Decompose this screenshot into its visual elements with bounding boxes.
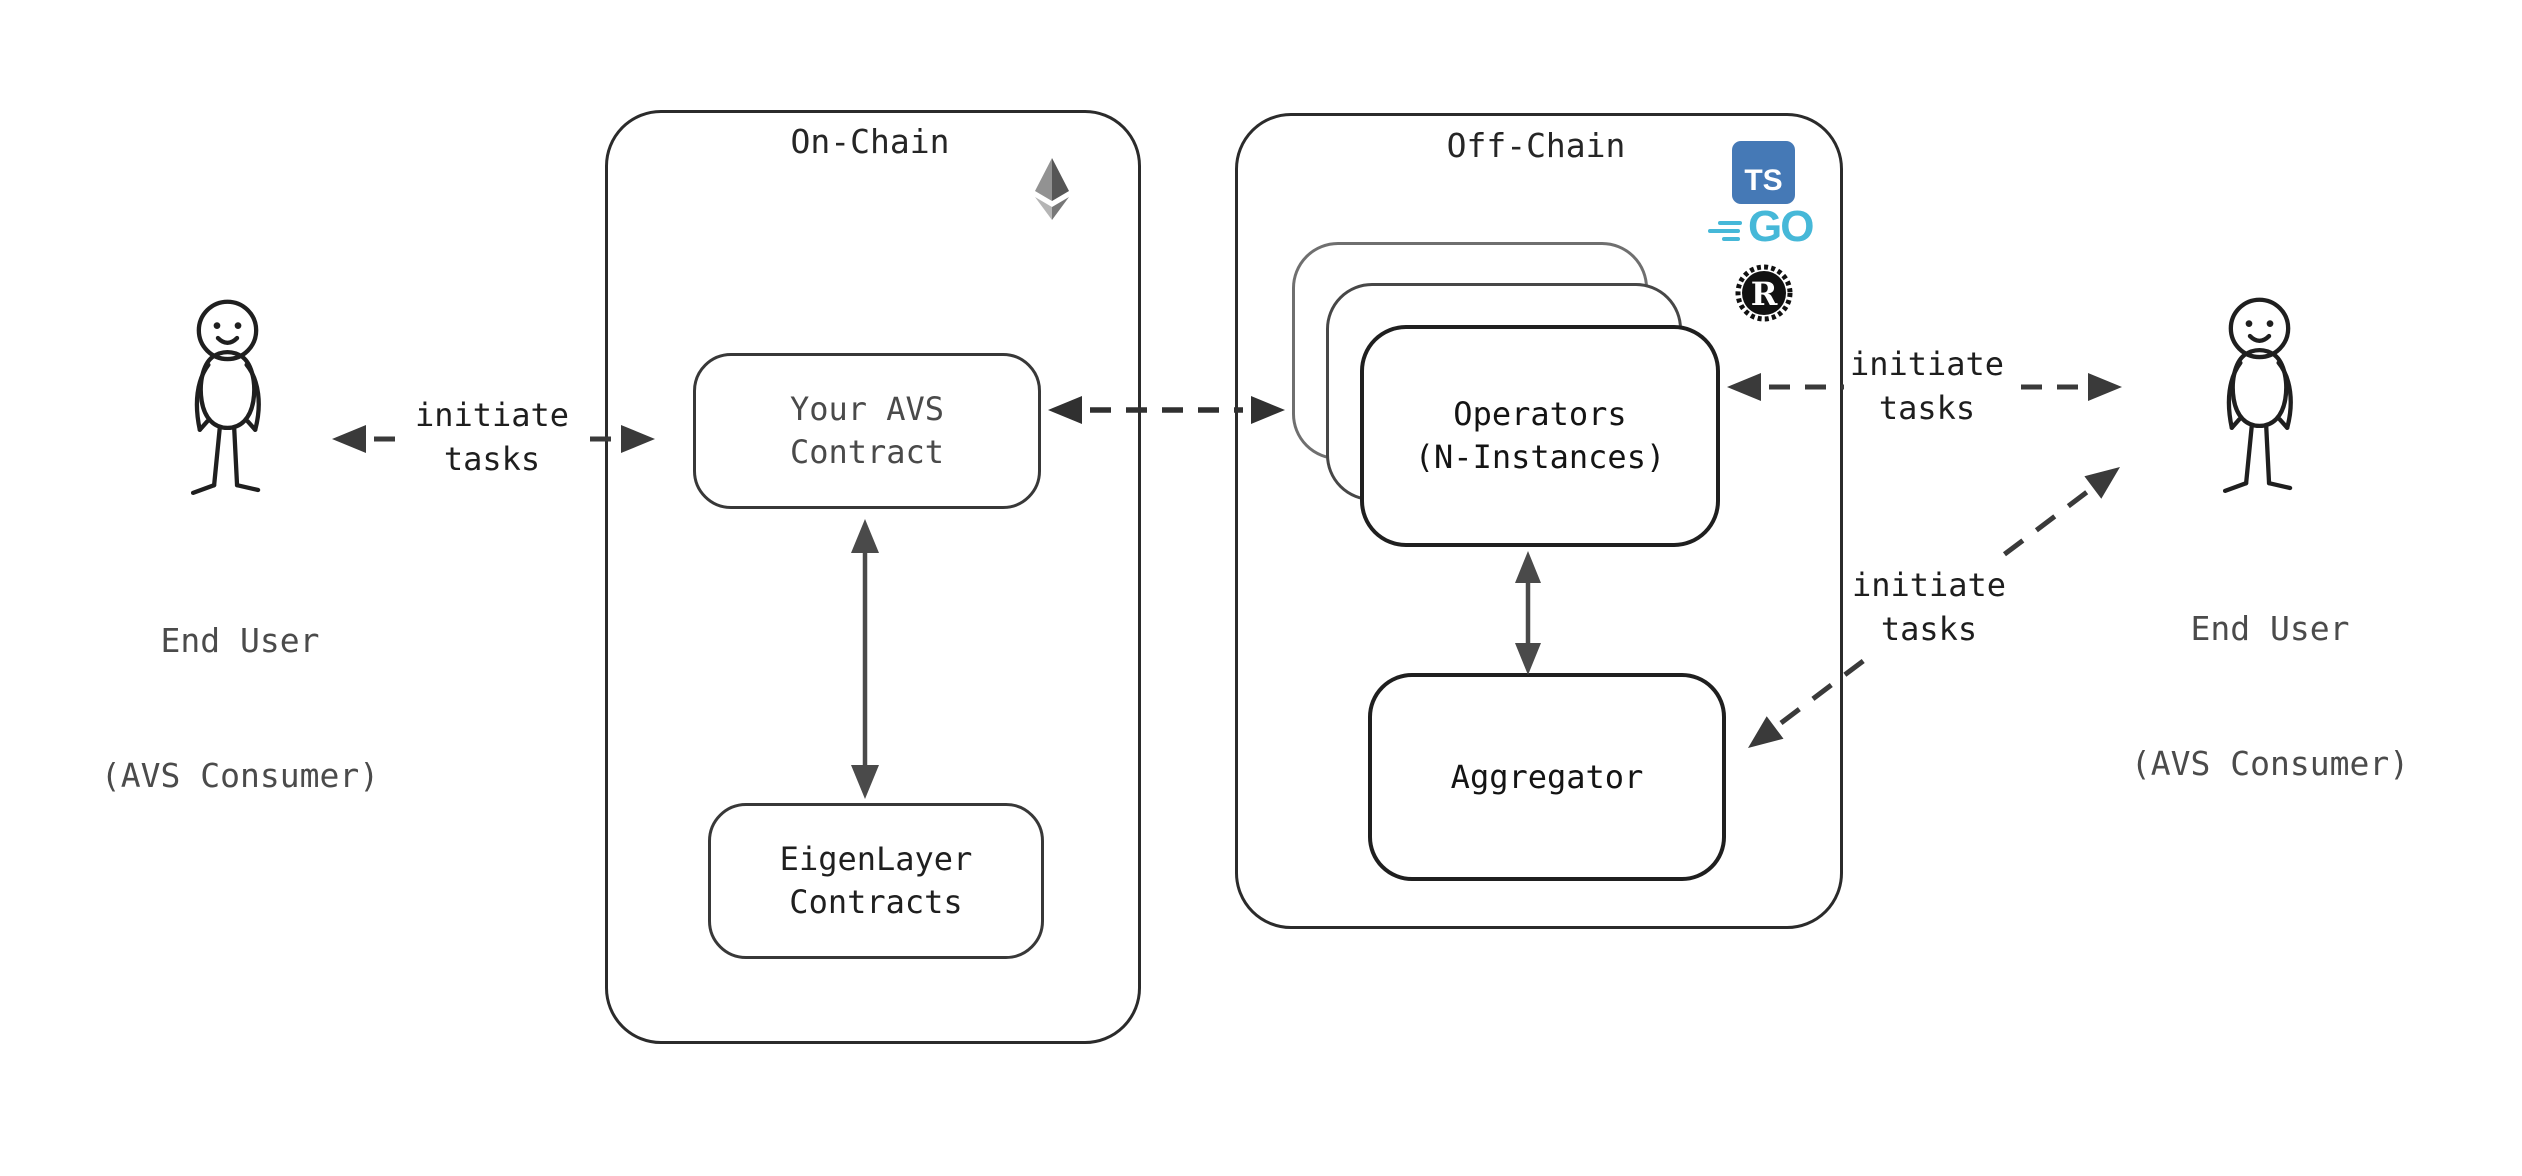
end-user-right-label: End User (AVS Consumer) [2120, 516, 2420, 831]
go-icon: GO [1706, 202, 1822, 254]
go-icon-text: GO [1748, 202, 1814, 251]
rust-icon: R [1735, 264, 1793, 322]
eigenlayer-label-line1: EigenLayer [779, 840, 973, 878]
end-user-left-label-line2: (AVS Consumer) [100, 756, 380, 795]
your-avs-contract-label-line1: Your AVS [789, 390, 945, 428]
your-avs-contract-node: Your AVS Contract [693, 353, 1041, 509]
on-chain-container [605, 110, 1141, 1044]
typescript-icon-text: TS [1744, 164, 1783, 197]
your-avs-contract-label-line2: Contract [789, 433, 945, 471]
end-user-left-label-line1: End User [160, 621, 320, 660]
end-user-left-figure-icon [190, 299, 261, 495]
end-user-right-label-line1: End User [2190, 609, 2350, 648]
ethereum-icon [1035, 158, 1069, 220]
aggregator-label: Aggregator [1450, 757, 1644, 796]
operators-label-line2: (N-Instances) [1414, 438, 1666, 476]
go-speed-line [1722, 237, 1740, 241]
initiate-tasks-label-left: initiate tasks [402, 392, 582, 482]
initiate-tasks-right-top-line2: tasks [1878, 389, 1976, 427]
initiate-tasks-label-right-bottom: initiate tasks [1843, 561, 2015, 653]
eigenlayer-contracts-node: EigenLayer Contracts [708, 803, 1044, 959]
operators-label-line1: Operators [1453, 395, 1627, 433]
off-chain-title: Off-Chain [1446, 126, 1626, 165]
eigenlayer-label-line2: Contracts [789, 883, 963, 921]
initiate-tasks-left-line1: initiate [414, 396, 570, 434]
operators-node: Operators (N-Instances) [1360, 325, 1720, 547]
initiate-tasks-right-bottom-line2: tasks [1880, 610, 1978, 648]
initiate-tasks-label-right-top: initiate tasks [1844, 340, 2010, 432]
aggregator-node: Aggregator [1368, 673, 1726, 881]
initiate-tasks-left-line2: tasks [443, 440, 541, 478]
initiate-tasks-right-top-line1: initiate [1849, 345, 2005, 383]
typescript-icon: TS [1732, 141, 1795, 204]
end-user-right-figure-icon [2222, 297, 2293, 493]
on-chain-title: On-Chain [790, 122, 950, 161]
end-user-left-label: End User (AVS Consumer) [90, 528, 390, 843]
go-speed-line [1718, 221, 1742, 225]
go-speed-line [1708, 229, 1740, 233]
svg-text:R: R [1751, 275, 1778, 313]
initiate-tasks-right-bottom-line1: initiate [1851, 566, 2007, 604]
end-user-right-label-line2: (AVS Consumer) [2130, 744, 2410, 783]
